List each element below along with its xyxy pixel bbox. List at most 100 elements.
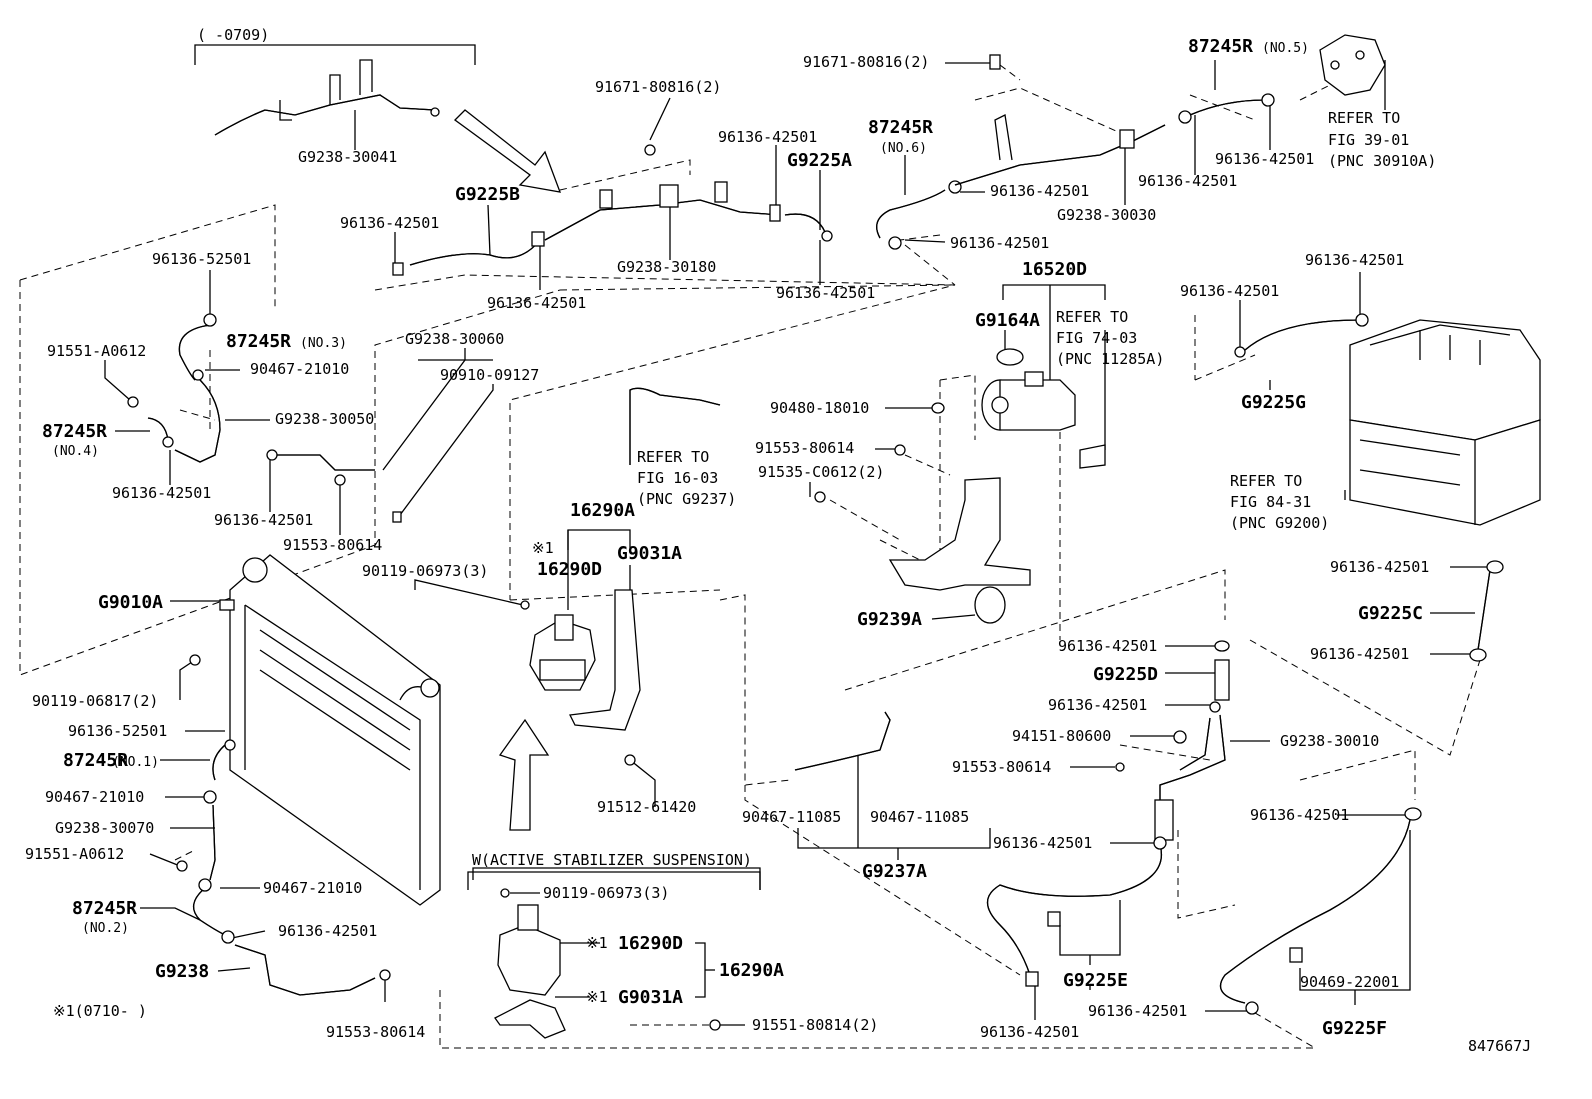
label-16520d: 16520D [1022,259,1087,280]
refer-fig-84-31-line2: FIG 84-31 [1230,493,1311,511]
hose-87245r-no3 [178,313,217,381]
label-91512-61420: 91512-61420 [597,798,696,816]
label-96136-42501-l: 96136-42501 [1305,251,1404,269]
pipe-g9238-30010 [1154,714,1226,841]
refer-fig-16-03-line2: FIG 16-03 [637,469,718,487]
label-91535-c0612: 91535-C0612(2) [758,463,884,481]
label-g9225b: G9225B [455,184,520,205]
dashed-reference-lines [19,64,1481,1049]
label-96136-42501-u: 96136-42501 [980,1023,1079,1041]
label-mark1-top: ※1 [532,539,554,557]
hose-87245r-no1 [189,654,236,804]
pipe-g9238-30041 [214,59,440,136]
label-g9031a-top: G9031A [617,543,682,564]
label-87245r-no3-note: (NO.3) [300,336,347,351]
hose-g9225c [1469,560,1504,662]
label-96136-42501-t: 96136-42501 [1088,1002,1187,1020]
refer-fig-16-03-line1: REFER TO [637,448,709,466]
label-91553-80614-b: 91553-80614 [755,439,854,457]
inverter-assembly [1349,319,1541,526]
pipe-g9238-30030 [954,114,1166,186]
radiator [219,554,441,906]
pipe-g9238-30180 [544,144,781,241]
label-96136-52501-top: 96136-52501 [152,250,251,268]
label-16290d-bot: 16290D [618,933,683,954]
label-87245r-no6-note: (NO.6) [880,141,927,156]
label-mark1-16290d: ※1 [586,934,608,952]
label-91551-a0612-low: 91551-A0612 [25,845,124,863]
label-87245r-no5-note: (NO.5) [1262,41,1309,56]
pipe-g9237 [629,387,721,465]
arrow-top [454,109,562,193]
label-87245r-no4: 87245R [42,421,107,442]
label-91553-80614-c: 91553-80614 [952,758,1051,776]
label-96136-42501-b: 96136-42501 [990,182,1089,200]
water-pump-16520d [931,348,1106,469]
diagram-id: 847667J [1468,1037,1531,1055]
hose-g9225f [1219,807,1422,1015]
refer-fig-74-03-line3: (PNC 11285A) [1056,350,1164,368]
label-g9238-30180: G9238-30180 [617,258,716,276]
label-g9238-30050: G9238-30050 [275,410,374,428]
label-91553-80614-a: 91553-80614 [283,536,382,554]
date-range-top: ( -0709) [197,26,269,44]
label-87245r-no1: 87245R [63,750,128,771]
label-91671-80816-right: 91671-80816(2) [803,53,929,71]
label-96136-42501-j: 96136-42501 [214,511,313,529]
refer-fig-39-01-line2: FIG 39-01 [1328,131,1409,149]
label-87245r-no1-note: (NO.1) [112,755,159,770]
label-96136-42501-q: 96136-42501 [1250,806,1349,824]
label-87245r-no4-note: (NO.4) [52,444,99,459]
refer-fig-84-31-line1: REFER TO [1230,472,1302,490]
pipe-g9238-30050 [127,379,221,463]
label-87245r-no2: 87245R [72,898,137,919]
part-labels: ( -0709) G9238-30041 91671-80816(2) 9167… [25,26,1531,1055]
leader-lines [104,44,1490,1026]
label-96136-42501-m: 96136-42501 [1330,558,1429,576]
label-96136-42501-k: 96136-42501 [1180,282,1279,300]
label-91671-80816-left: 91671-80816(2) [595,78,721,96]
label-87245r-no6: 87245R [868,117,933,138]
label-96136-42501-i: 96136-42501 [112,484,211,502]
label-g9225f: G9225F [1322,1018,1387,1039]
pump-16290a-top [520,600,596,691]
label-g9225e: G9225E [1063,970,1128,991]
label-16290d-top: 16290D [537,559,602,580]
pipe-g9238-30060 [266,449,402,523]
label-g9164a: G9164A [975,310,1040,331]
label-g9225c: G9225C [1358,603,1423,624]
label-90467-21010-low: 90467-21010 [263,879,362,897]
refer-fig-74-03-line2: FIG 74-03 [1056,329,1137,347]
hose-g9225g [1234,313,1369,358]
label-91551-a0612-top: 91551-A0612 [47,342,146,360]
label-96136-42501-h: 96136-42501 [776,284,875,302]
label-94151-80600: 94151-80600 [1012,727,1111,745]
label-g9238-30010: G9238-30010 [1280,732,1379,750]
refer-fig-16-03-line3: (PNC G9237) [637,490,736,508]
bracket-g9239a [814,444,1031,624]
label-96136-42501-o: 96136-42501 [1058,637,1157,655]
label-g9225d: G9225D [1093,664,1158,685]
footnote-date: ※1(0710- ) [53,1002,147,1020]
hose-87245r-no6 [876,180,962,250]
label-90910-09127: 90910-09127 [440,366,539,384]
label-g9237a: G9237A [862,861,927,882]
label-g9238-30041: G9238-30041 [298,148,397,166]
label-90119-06973-bot: 90119-06973(3) [543,884,669,902]
refer-fig-39-01-line3: (PNC 30910A) [1328,152,1436,170]
label-96136-42501-n: 96136-42501 [1310,645,1409,663]
label-g9239a: G9239A [857,609,922,630]
label-16290a-top: 16290A [570,500,635,521]
label-90469-22001: 90469-22001 [1300,973,1399,991]
label-96136-42501-f: 96136-42501 [950,234,1049,252]
refer-fig-39-01-line1: REFER TO [1328,109,1400,127]
bracket-g9031a-top [569,589,641,766]
label-16290a-bot: 16290A [719,960,784,981]
hose-87245r-no5 [989,34,1386,124]
label-g9010a: G9010A [98,592,163,613]
label-96136-52501-low: 96136-52501 [68,722,167,740]
pipe-g9237a [794,711,891,771]
hose-87245r-no2 [193,878,235,944]
label-90480-18010: 90480-18010 [770,399,869,417]
